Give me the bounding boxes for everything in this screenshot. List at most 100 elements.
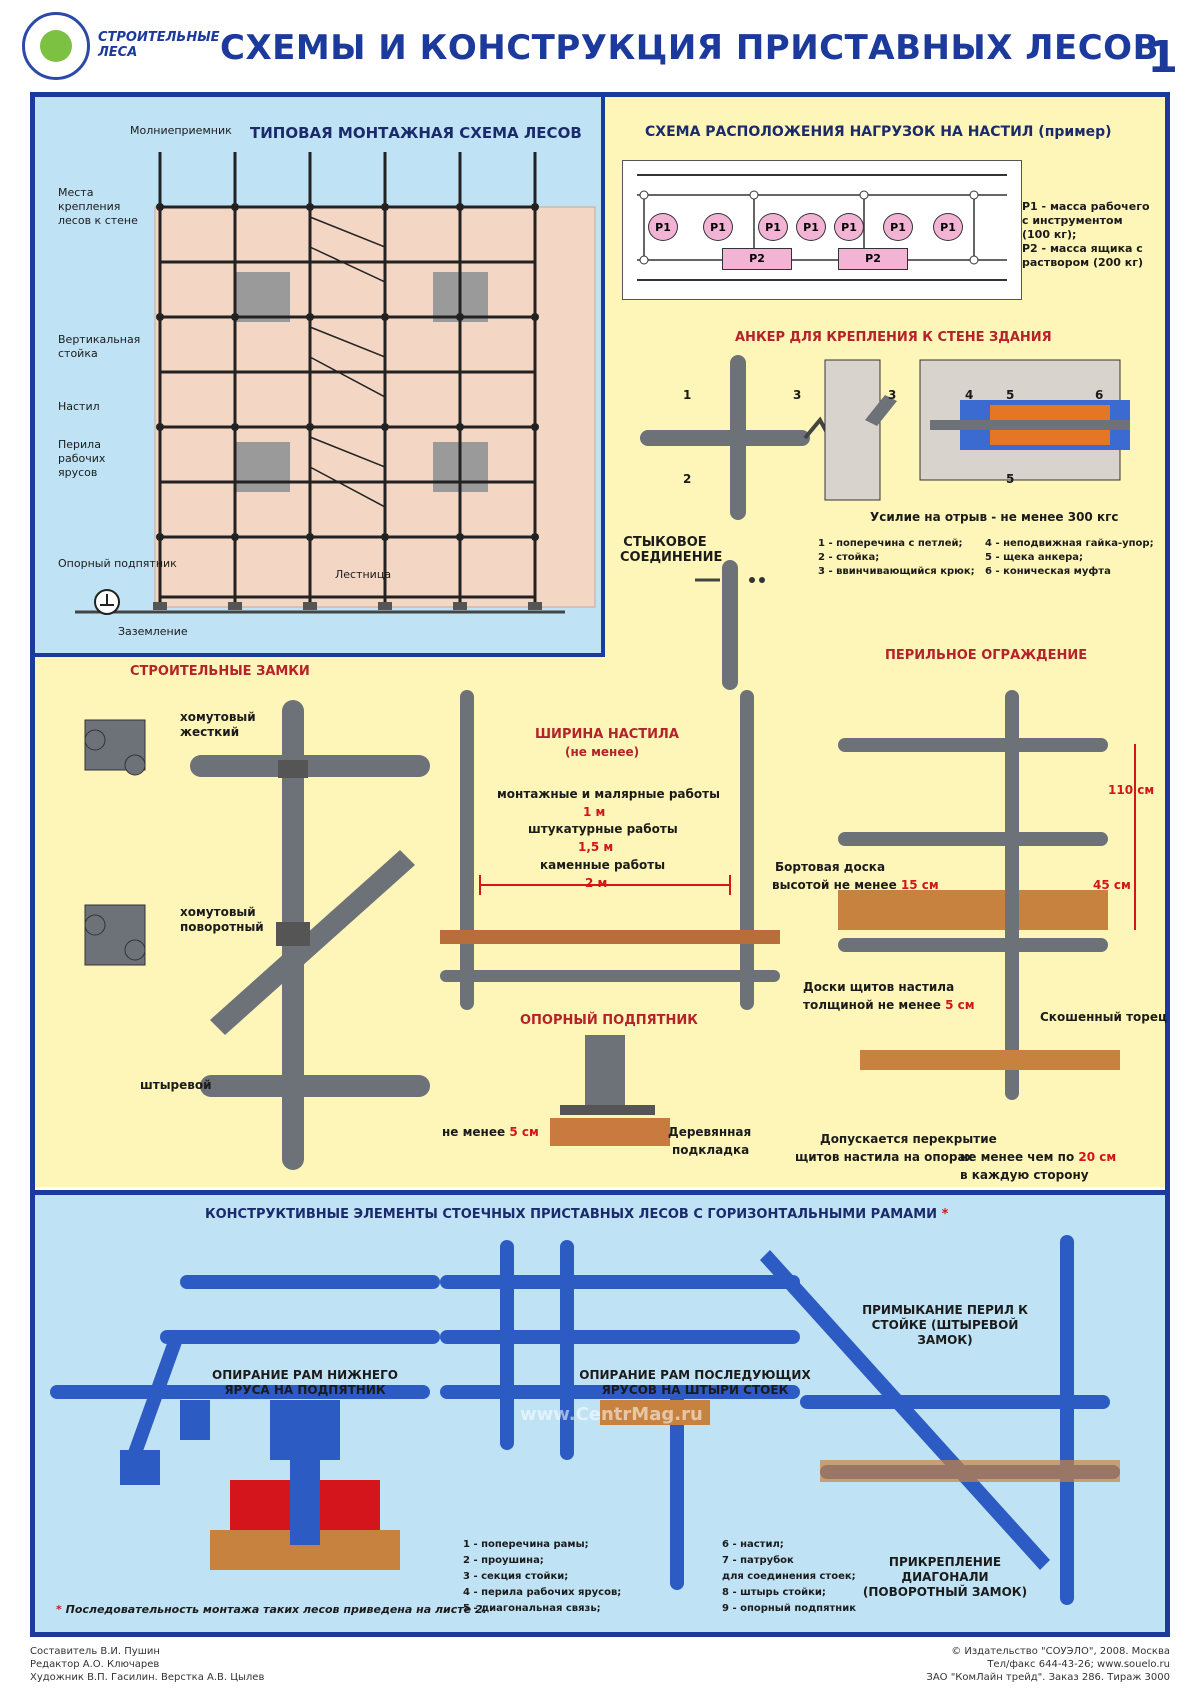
anchor-drawing bbox=[640, 355, 1130, 520]
frames-legend-item: 1 - поперечина рамы; bbox=[463, 1539, 589, 1550]
boards-value: 5 см bbox=[945, 998, 975, 1012]
p1-row: Р1 Р1 Р1 Р1 Р1 Р1 Р1 bbox=[648, 213, 988, 243]
mounting-scheme-drawing bbox=[75, 152, 596, 615]
credit-line: Художник В.П. Гасилин. Верстка А.В. Цыле… bbox=[30, 1672, 265, 1683]
credit-line: Редактор А.О. Ключарев bbox=[30, 1659, 160, 1670]
anchor-callout-3: 3 bbox=[793, 388, 802, 402]
toe-board-label-a: Бортовая доска bbox=[775, 860, 886, 874]
credit-line: ЗАО "КомЛайн трейд". Заказ 286. Тираж 30… bbox=[926, 1672, 1170, 1683]
railing-drawing bbox=[838, 690, 1136, 1100]
loads-title-text: СХЕМА РАСПОЛОЖЕНИЯ НАГРУЗОК НА НАСТИЛ bbox=[645, 124, 1034, 140]
railing-h2: 45 см bbox=[1093, 878, 1131, 892]
credits-right: © Издательство "СОУЭЛО", 2008. Москва Те… bbox=[926, 1645, 1170, 1684]
deck-val-1: 1 м bbox=[583, 805, 606, 819]
overlap-value: 20 см bbox=[1078, 1150, 1117, 1164]
locks-drawing bbox=[84, 700, 430, 1170]
toe-board-label: высотой не менее 15 см bbox=[772, 878, 939, 893]
lock-rigid-label: хомутовый жесткий bbox=[180, 710, 256, 739]
toe-board-value: 15 см bbox=[900, 878, 939, 892]
credit-line: © Издательство "СОУЭЛО", 2008. Москва bbox=[951, 1646, 1170, 1657]
anchor-legend-item: 3 - ввинчивающийся крюк; bbox=[818, 566, 975, 577]
anchor-title: АНКЕР ДЛЯ КРЕПЛЕНИЯ К СТЕНЕ ЗДАНИЯ bbox=[735, 330, 1052, 345]
label-grounding: Заземление bbox=[118, 625, 188, 638]
load-p1: Р1 bbox=[883, 213, 913, 241]
anchor-legend-item: 1 - поперечина с петлей; bbox=[818, 538, 963, 549]
deck-val-2: 1,5 м bbox=[578, 840, 614, 854]
anchor-legend-left: 1 - поперечина с петлей; 2 - стойка; 3 -… bbox=[818, 537, 975, 579]
credits-left: Составитель В.И. Пушин Редактор А.О. Клю… bbox=[30, 1645, 264, 1684]
frames-asterisk: * bbox=[941, 1207, 949, 1222]
anchor-legend-item: 6 - коническая муфта bbox=[985, 566, 1111, 577]
load-p1: Р1 bbox=[703, 213, 733, 241]
frames-legend-item: 6 - настил; bbox=[722, 1539, 784, 1550]
label-rails: Перила рабочих ярусов bbox=[58, 438, 106, 479]
frames-legend-item: 2 - проушина; bbox=[463, 1555, 544, 1566]
load-p1: Р1 bbox=[758, 213, 788, 241]
anchor-legend-item: 4 - неподвижная гайка-упор; bbox=[985, 538, 1154, 549]
deck-work-2: штукатурные работы bbox=[528, 822, 678, 836]
anchor-force: Усилие на отрыв - не менее 300 кгс bbox=[870, 510, 1119, 524]
anchor-callout-3b: 3 bbox=[888, 388, 897, 402]
boards-text: толщиной не менее bbox=[803, 998, 941, 1012]
butt-joint-drawing bbox=[695, 560, 765, 690]
boards-label-a: Доски щитов настила bbox=[803, 980, 955, 994]
anchor-callout-4: 4 bbox=[965, 388, 974, 402]
deck-width-subtitle: (не менее) bbox=[565, 745, 640, 759]
kst-logo-icon bbox=[40, 30, 72, 62]
base-min-value: 5 см bbox=[509, 1125, 539, 1139]
load-p2: Р2 bbox=[838, 248, 908, 270]
boards-label: толщиной не менее 5 см bbox=[803, 998, 975, 1013]
loads-title: СХЕМА РАСПОЛОЖЕНИЯ НАГРУЗОК НА НАСТИЛ (п… bbox=[645, 124, 1112, 140]
footnote-asterisk: * bbox=[56, 1603, 62, 1616]
frames-legend-item: 9 - опорный подпятник bbox=[722, 1603, 857, 1614]
publisher-logo bbox=[22, 12, 90, 80]
base-drawing bbox=[550, 1035, 670, 1146]
lock-swivel-label: хомутовый поворотный bbox=[180, 905, 264, 934]
anchor-callout-2: 2 bbox=[683, 472, 692, 486]
base-min-text: не менее bbox=[442, 1125, 506, 1139]
overlap-label-d: в каждую сторону bbox=[960, 1168, 1089, 1182]
frames-legend-item: 5 - диагональная связь; bbox=[463, 1603, 601, 1614]
label-lightning-rod: Молниеприемник bbox=[130, 124, 232, 137]
deck-width-title: ШИРИНА НАСТИЛА bbox=[535, 727, 679, 742]
lower-support-label: ОПИРАНИЕ РАМ НИЖНЕГО ЯРУСА НА ПОДПЯТНИК bbox=[212, 1368, 398, 1397]
butt-joint-label: СТЫКОВОЕ СОЕДИНЕНИЕ bbox=[620, 535, 723, 565]
deck-width-drawing bbox=[440, 690, 780, 1010]
deck-work-3: каменные работы bbox=[540, 858, 666, 872]
anchor-callout-5b: 5 bbox=[1006, 472, 1015, 486]
frames-legend-item: для соединения стоек; bbox=[722, 1571, 856, 1582]
load-p1: Р1 bbox=[933, 213, 963, 241]
footnote-text: Последовательность монтажа таких лесов п… bbox=[65, 1603, 487, 1616]
watermark: www.CentrMag.ru bbox=[520, 1404, 703, 1425]
load-p1: Р1 bbox=[796, 213, 826, 241]
rail-joint-label: ПРИМЫКАНИЕ ПЕРИЛ К СТОЙКЕ (ШТЫРЕВОЙ ЗАМО… bbox=[862, 1303, 1028, 1347]
locks-title: СТРОИТЕЛЬНЫЕ ЗАМКИ bbox=[130, 664, 310, 679]
legend-p1: Р1 - масса рабочего с инструментом (100 … bbox=[1022, 200, 1150, 241]
bevel-label: Скошенный торец bbox=[1040, 1010, 1167, 1024]
series-title: СТРОИТЕЛЬНЫЕ ЛЕСА bbox=[98, 30, 220, 60]
anchor-legend-right: 4 - неподвижная гайка-упор; 5 - щека анк… bbox=[985, 537, 1154, 579]
poster-frame bbox=[30, 92, 1170, 1637]
credit-line: Тел/факс 644-43-26; www.souelo.ru bbox=[987, 1659, 1170, 1670]
legend-p2: Р2 - масса ящика с раствором (200 кг) bbox=[1022, 242, 1144, 269]
load-p1: Р1 bbox=[834, 213, 864, 241]
frames-title-text: КОНСТРУКТИВНЫЕ ЭЛЕМЕНТЫ СТОЕЧНЫХ ПРИСТАВ… bbox=[205, 1207, 938, 1222]
deck-val-3: 2 м bbox=[585, 876, 608, 890]
anchor-callout-1: 1 bbox=[683, 388, 692, 402]
wood-pad-label-a: Деревянная bbox=[668, 1125, 752, 1139]
anchor-callout-6: 6 bbox=[1095, 388, 1104, 402]
loads-title-suffix: (пример) bbox=[1038, 124, 1112, 140]
frames-legend-item: 4 - перила рабочих ярусов; bbox=[463, 1587, 622, 1598]
credit-line: Составитель В.И. Пушин bbox=[30, 1646, 160, 1657]
frames-title: КОНСТРУКТИВНЫЕ ЭЛЕМЕНТЫ СТОЕЧНЫХ ПРИСТАВ… bbox=[205, 1207, 948, 1222]
overlap-label-c: не менее чем по 20 см bbox=[960, 1150, 1116, 1165]
diag-joint-label: ПРИКРЕПЛЕНИЕ ДИАГОНАЛИ (ПОВОРОТНЫЙ ЗАМОК… bbox=[862, 1555, 1028, 1599]
deck-work-1: монтажные и малярные работы bbox=[497, 787, 720, 801]
page-number: 1 bbox=[1147, 32, 1178, 83]
load-p2: Р2 bbox=[722, 248, 792, 270]
base-min: не менее 5 см bbox=[442, 1125, 539, 1140]
label-stairs: Лестница bbox=[335, 568, 392, 581]
railing-h1: 110 см bbox=[1108, 783, 1155, 797]
label-wall-anchors: Места крепления лесов к стене bbox=[58, 186, 138, 227]
frames-legend-b: 6 - настил; 7 - патрубок для соединения … bbox=[722, 1537, 856, 1617]
